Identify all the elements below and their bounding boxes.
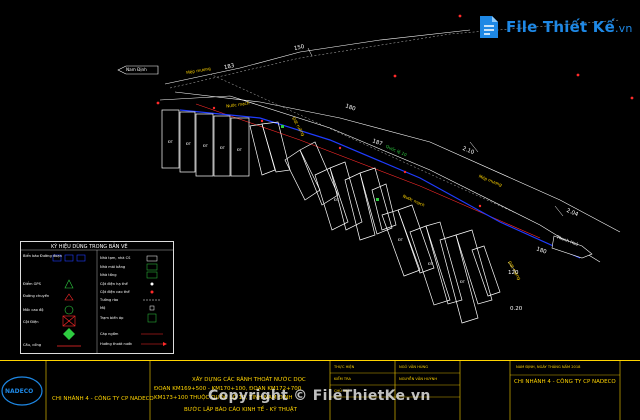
- arrow-left-label: Nam Định: [126, 67, 147, 72]
- direction-arrow-left: [117, 65, 159, 75]
- lot-label-6: ĐT: [334, 198, 339, 202]
- brand-watermark: File Thiết Kế.vn: [476, 8, 636, 46]
- copyright-watermark: Copyright © FileThietKe.vn: [208, 388, 431, 404]
- legend-right-7: Mộ: [100, 306, 106, 310]
- lot-label-4: ĐT: [220, 146, 225, 150]
- building-lots-group-2: [284, 141, 397, 241]
- brand-logo-icon: [480, 16, 498, 38]
- lot-label-7: ĐT: [398, 238, 403, 242]
- company-left: CHI NHÁNH 4 - CÔNG TY CP NADECO: [52, 396, 154, 402]
- lot-label-1: ĐT: [168, 140, 173, 144]
- lot-label-5: ĐT: [237, 148, 242, 152]
- legend-left-2: Điểm GPS: [23, 282, 41, 286]
- legend-right-3: Nhà tầng: [100, 273, 117, 277]
- legend-right-5: Cột điện cao thế: [100, 290, 130, 294]
- title-block: NADECO CHI NHÁNH 4 - CÔNG TY CP NADECO X…: [0, 360, 640, 420]
- chainage-ticks: [307, 47, 564, 273]
- project-line-4: BƯỚC LẬP BÁO CÁO KINH TẾ - KỸ THUẬT: [184, 407, 297, 413]
- legend-right-9: Cáp ngầm: [100, 332, 119, 336]
- legend-left-4: Mốc cao độ: [23, 308, 44, 312]
- legend-symbols: [21, 249, 173, 353]
- legend-right-2: Nhà mái bằng: [100, 265, 126, 269]
- legend-left-3: Đường chuyền: [23, 294, 50, 298]
- brand-name: File Thiết Kế.vn: [506, 18, 633, 36]
- red-alignment-line: [195, 103, 541, 239]
- company-logo: NADECO: [5, 388, 34, 395]
- lot-label-2: ĐT: [186, 142, 191, 146]
- legend-right-8: Trạm biến áp: [100, 316, 124, 320]
- lot-label-8: ĐT: [428, 262, 433, 266]
- legend-right-1: Nhà tạm, nhà CS: [100, 256, 131, 260]
- survey-points: [156, 14, 634, 208]
- legend-right-6: Tường rào: [100, 298, 119, 302]
- drainage-line: [179, 109, 581, 259]
- role-3: CHỦ TRÌ: [334, 389, 349, 393]
- role-2: KIỂM TRA: [334, 377, 351, 381]
- building-lots-group-3: [381, 204, 501, 324]
- legend-left-6: Cầu, cống: [23, 343, 42, 347]
- lot-label-3: ĐT: [203, 144, 208, 148]
- survey-dashed-lines: [169, 19, 621, 216]
- brand-suffix: .vn: [614, 22, 633, 35]
- name-2: NGUYỄN VĂN HUỲNH: [399, 377, 438, 381]
- legend-right-4: Cột điện hạ thế: [100, 282, 128, 286]
- chainage-9: 0.20: [510, 306, 523, 312]
- project-line-2: ĐOẠN KM169+500 - KM170+100, ĐOẠN KM172+7…: [154, 386, 302, 392]
- lot-label-9: ĐT: [460, 280, 465, 284]
- brand-main: File Thiết Kế: [506, 18, 615, 36]
- legend-box: KÝ HIỆU DÙNG TRONG BẢN VẼ Biển báo Đường…: [20, 241, 174, 354]
- logo-ring: [1, 376, 43, 406]
- legend-left-5: Cột Điện: [23, 320, 39, 324]
- legend-left-1: Biển báo Đường đoạn: [23, 254, 62, 258]
- direction-arrow-right: [551, 235, 593, 259]
- chainage-8: 120: [508, 270, 519, 276]
- project-line-1: XÂY DỰNG CÁC RÃNH THOÁT NƯỚC DỌC: [192, 377, 306, 383]
- road-boundary-lines: [159, 29, 621, 263]
- legend-title: KÝ HIỆU DÙNG TRONG BẢN VẼ: [51, 244, 128, 250]
- role-1: THỰC HIỆN: [334, 365, 355, 369]
- company-right: CHI NHÁNH 4 - CÔNG TY CP NADECO: [514, 379, 616, 385]
- name-1: NGÔ VĂN HÙNG: [399, 365, 428, 369]
- project-line-3: KM173+100 THUỘC QUỐC LỘ 10, TỈNH NAM ĐỊN…: [154, 395, 293, 401]
- legend-right-10: Hướng thoát nước: [100, 342, 133, 346]
- title-block-grid: [1, 361, 621, 420]
- date-line: NAM ĐỊNH, NGÀY THÁNG NĂM 2018: [516, 365, 581, 369]
- building-lots-group-1: [161, 109, 291, 177]
- cross-section-markers: [281, 125, 379, 201]
